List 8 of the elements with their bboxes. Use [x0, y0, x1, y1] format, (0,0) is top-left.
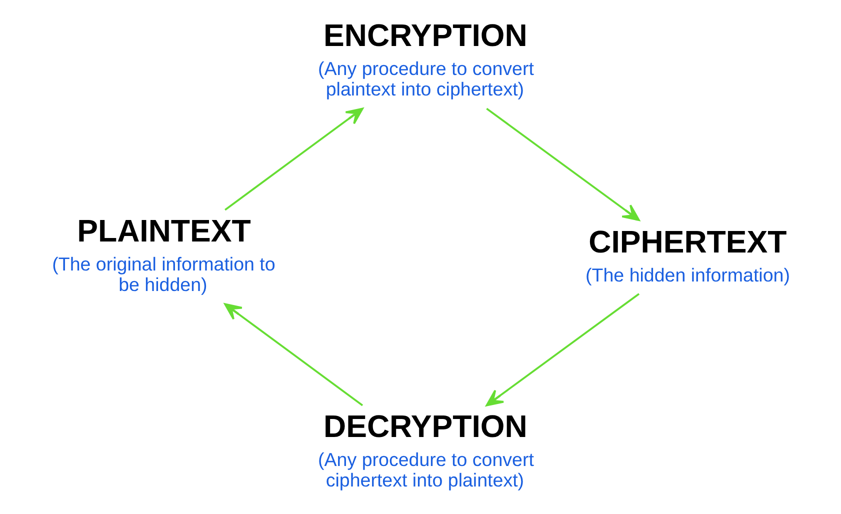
arrow [486, 108, 640, 222]
node-text: DECRYPTION (Any procedure to convert ciphertext into plaintext) [318, 408, 534, 490]
node-text: ENCRYPTION (Any procedure to convert plaintext into ciphertext) [318, 18, 534, 100]
arrow [486, 293, 640, 406]
arrow [224, 108, 364, 211]
node-text: CIPHERTEXT (The hidden information) [586, 224, 790, 286]
arrow [224, 303, 364, 406]
node-text: PLAINTEXT (The original information to be hidden) [52, 213, 276, 295]
